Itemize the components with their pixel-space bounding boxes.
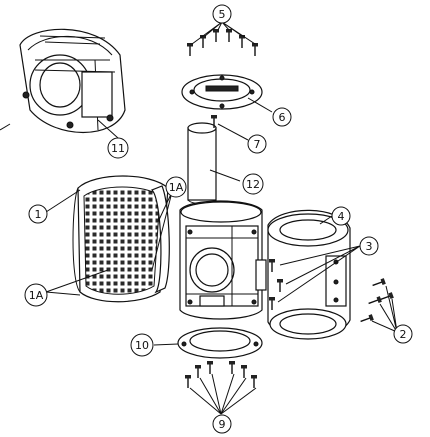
svg-text:7: 7: [254, 138, 261, 151]
screw-icon: [212, 28, 220, 43]
svg-text:1A: 1A: [29, 289, 44, 302]
callout-11: 11: [107, 137, 129, 159]
part-12-tube: [187, 122, 217, 205]
screw-icon: [184, 374, 192, 389]
screw-icon: [250, 374, 258, 389]
svg-text:5: 5: [219, 8, 226, 21]
leader-lines: [45, 21, 398, 415]
main-enclosure: [179, 200, 267, 320]
callout-4: 4: [331, 206, 351, 226]
screw-icon: [378, 291, 395, 303]
screw-icon: [228, 360, 236, 375]
callout-1a-bottom: 1A: [24, 283, 48, 307]
part-1-speaker-mesh: [72, 175, 170, 303]
screw-group-9: [184, 360, 258, 389]
callout-6: 6: [272, 107, 292, 127]
svg-text:1A: 1A: [169, 181, 184, 194]
screw-icon: [240, 364, 248, 379]
part-6-top-plate: [181, 74, 263, 110]
svg-text:4: 4: [338, 210, 345, 223]
callout-5: 5: [212, 4, 232, 24]
callout-9: 9: [212, 414, 232, 434]
callout-12: 12: [242, 173, 264, 195]
screw-icon: [251, 42, 259, 57]
svg-text:3: 3: [366, 240, 373, 253]
svg-text:6: 6: [279, 111, 286, 124]
svg-text:12: 12: [246, 178, 260, 191]
svg-text:1: 1: [35, 208, 42, 221]
screw-icon: [366, 295, 383, 307]
svg-text:2: 2: [400, 328, 407, 341]
svg-text:11: 11: [111, 142, 125, 155]
svg-text:10: 10: [135, 339, 149, 352]
screw-icon: [358, 313, 375, 325]
callout-3: 3: [359, 236, 379, 256]
svg-text:9: 9: [219, 418, 226, 431]
callout-1: 1: [28, 204, 48, 224]
callout-10: 10: [130, 333, 154, 357]
callout-7: 7: [247, 134, 267, 154]
callout-1a-top: 1A: [165, 176, 187, 198]
screw-icon: [370, 277, 387, 289]
screw-icon: [186, 42, 194, 57]
screw-group-2: [358, 277, 395, 325]
part-4-housing: [267, 209, 351, 340]
screw-icon: [194, 364, 202, 379]
screw-icon: [225, 28, 233, 43]
screw-group-5: [186, 28, 259, 57]
part-10-bottom-plate: [177, 327, 263, 359]
screw-icon: [206, 360, 214, 375]
part-11-assembled-core: [0, 28, 126, 134]
callout-2: 2: [393, 324, 413, 344]
